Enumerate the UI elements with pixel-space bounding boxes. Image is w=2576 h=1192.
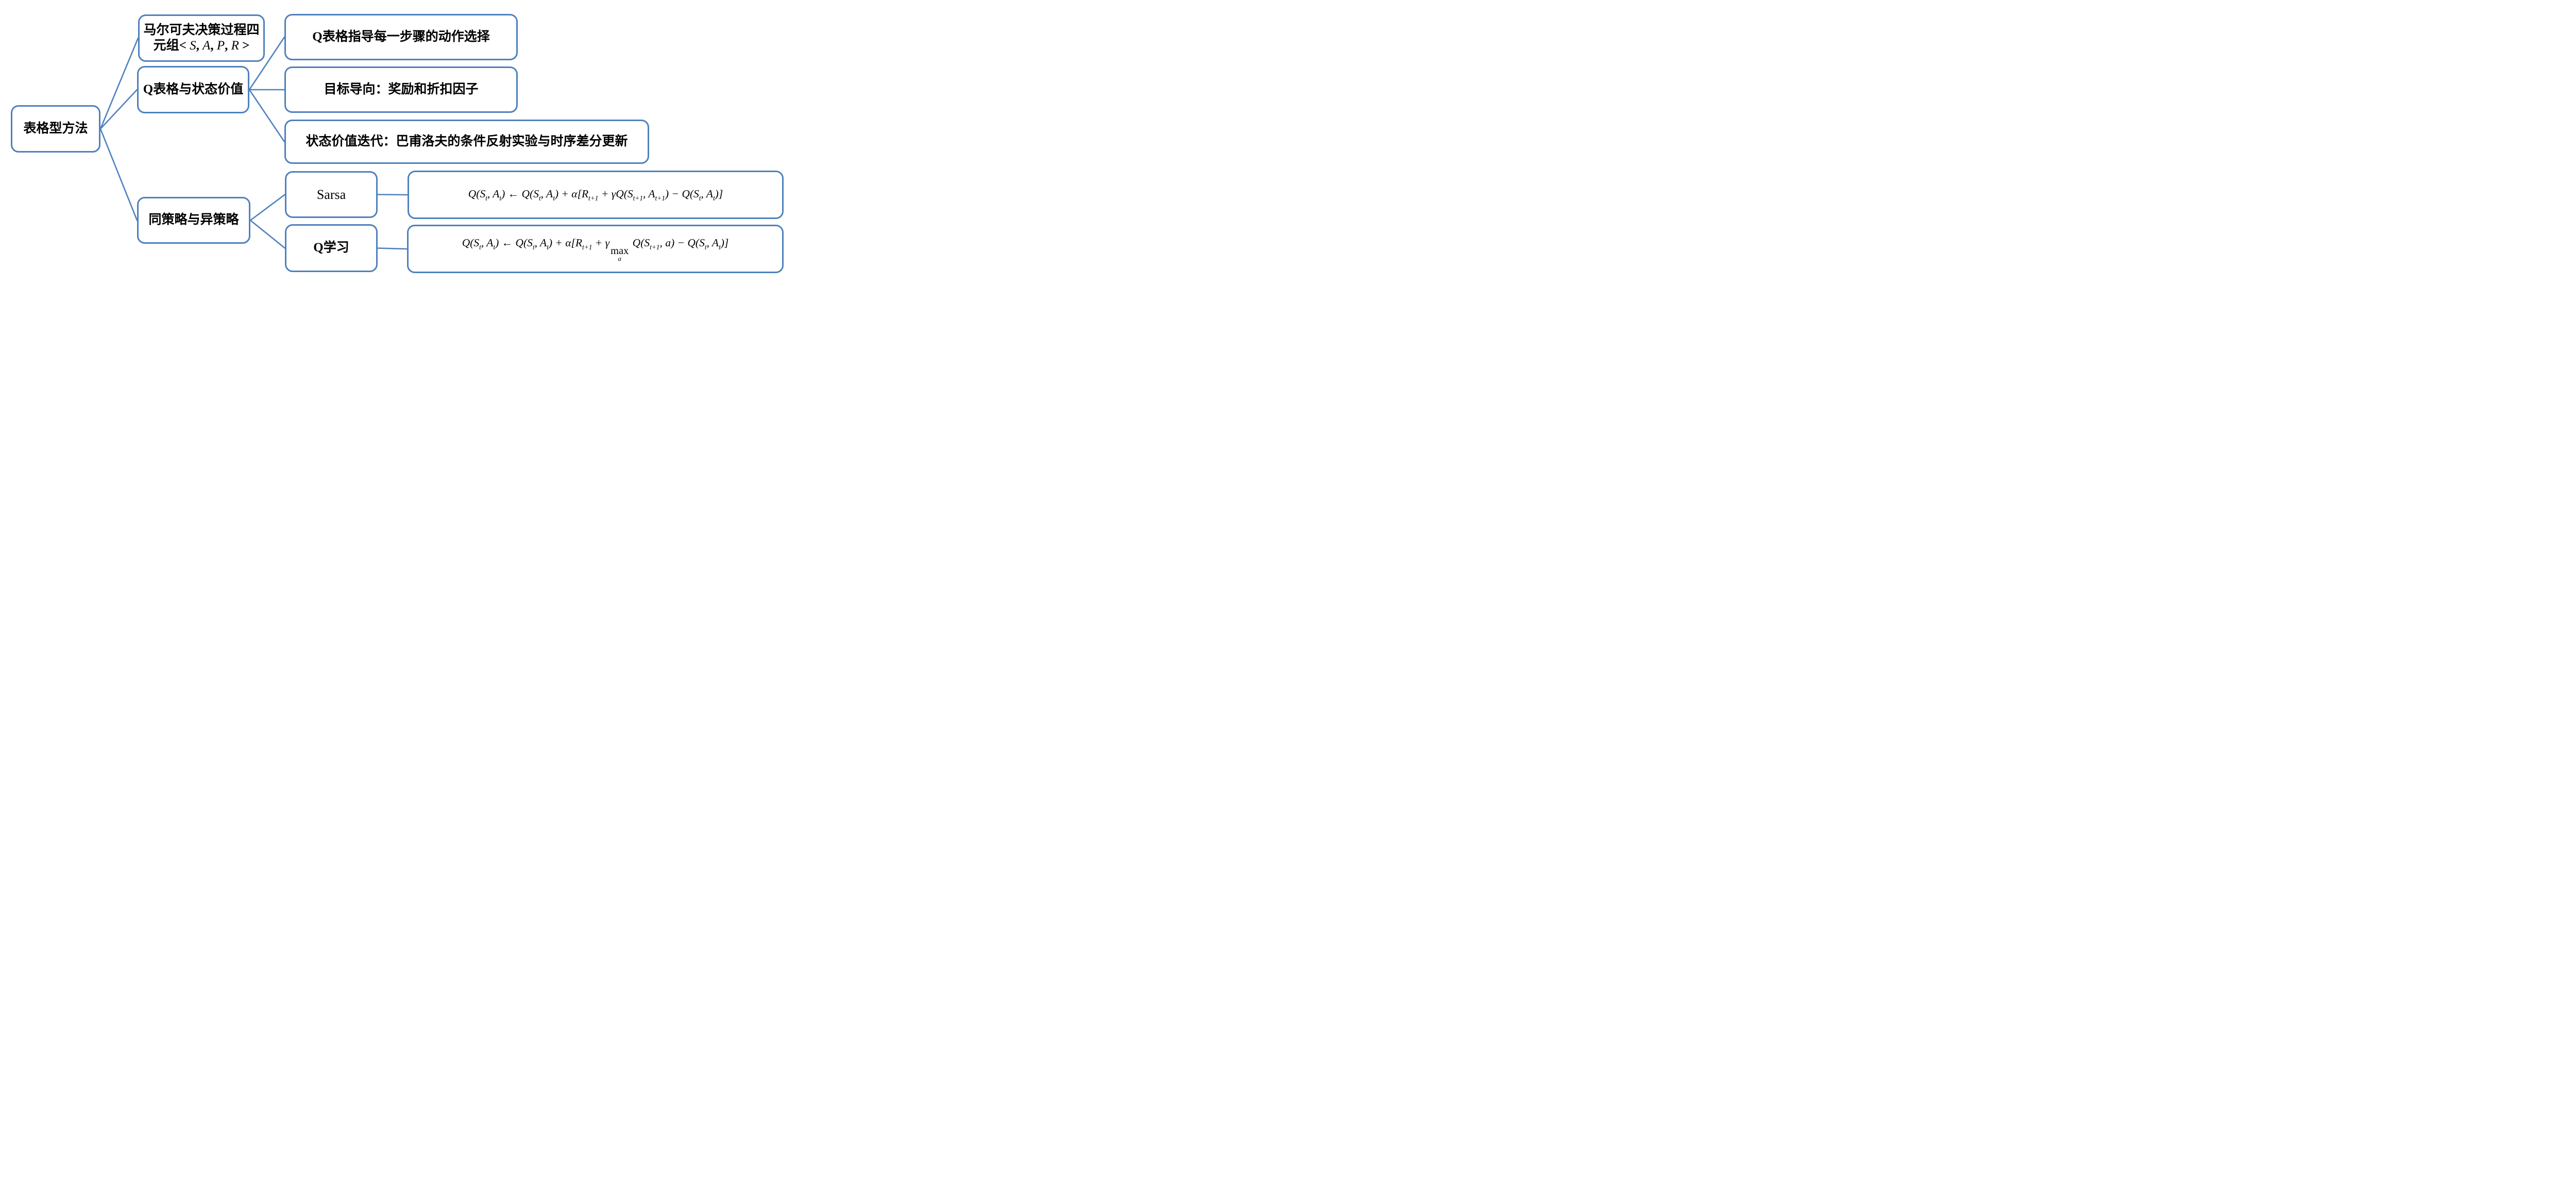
edge-root-to-mdp xyxy=(99,37,139,130)
node-label: 目标导向：奖励和折扣因子 xyxy=(324,82,479,96)
edge-qlearn-to-f2 xyxy=(377,247,408,250)
node-label: 同策略与异策略 xyxy=(148,213,239,227)
node-state-value-iteration-pavlov-td[interactable]: 状态价值迭代：巴甫洛夫的条件反射实验与时序差分更新 xyxy=(284,120,649,164)
node-label: 马尔可夫决策过程四元组< S, A, P, R > xyxy=(143,23,260,53)
node-label: Sarsa xyxy=(316,187,346,202)
edge-policy-to-qlearn xyxy=(249,220,286,249)
node-sarsa[interactable]: Sarsa xyxy=(285,171,378,218)
edge-root-to-qtable xyxy=(99,89,138,130)
node-label: Q学习 xyxy=(313,241,349,255)
node-q-table-guides-action-selection[interactable]: Q表格指导每一步骤的动作选择 xyxy=(284,14,518,60)
node-label: Q表格与状态价值 xyxy=(143,82,244,96)
edge-root-to-policy xyxy=(99,128,138,221)
node-label: 表格型方法 xyxy=(23,121,88,136)
edge-qtable-to-valueiter xyxy=(248,89,285,143)
node-tabular-methods[interactable]: 表格型方法 xyxy=(11,105,100,153)
node-mdp-four-tuple[interactable]: 马尔可夫决策过程四元组< S, A, P, R > xyxy=(138,14,265,62)
edge-policy-to-sarsa xyxy=(249,194,286,221)
node-on-policy-vs-off-policy[interactable]: 同策略与异策略 xyxy=(137,197,250,244)
node-goal-oriented-reward-discount[interactable]: 目标导向：奖励和折扣因子 xyxy=(284,66,518,113)
node-q-learning[interactable]: Q学习 xyxy=(285,224,378,272)
node-sarsa-update-formula[interactable]: Q(St, At) ← Q(St, At) + α[Rt+1 + γQ(St+1… xyxy=(408,171,784,219)
mindmap-canvas: 表格型方法 马尔可夫决策过程四元组< S, A, P, R > Q表格与状态价值同策… xyxy=(0,0,805,298)
node-label: Q表格指导每一步骤的动作选择 xyxy=(312,29,490,44)
connector-lines xyxy=(99,36,409,250)
node-q-table-and-state-value[interactable]: Q表格与状态价值 xyxy=(137,66,249,113)
node-label: 状态价值迭代：巴甫洛夫的条件反射实验与时序差分更新 xyxy=(306,134,628,148)
edge-qtable-to-qguide xyxy=(248,36,285,91)
node-label: Q(St, At) ← Q(St, At) + α[Rt+1 + γQ(St+1… xyxy=(468,187,723,202)
